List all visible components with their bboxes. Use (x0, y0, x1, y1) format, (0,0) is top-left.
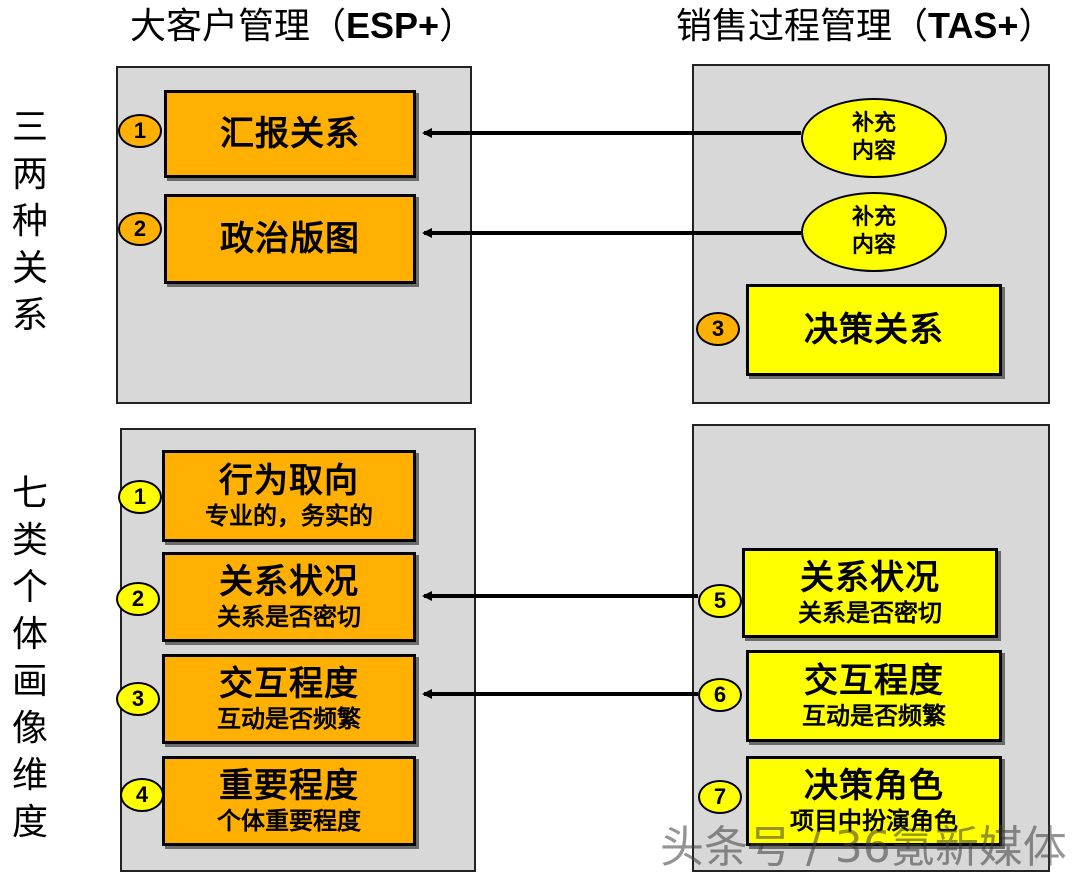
side-label-dimensions: 七 类 个 体 画 像 维 度 (11, 473, 48, 843)
badge-1: 1 (118, 114, 162, 148)
badge-2: 2 (118, 212, 162, 246)
badge-1: 1 (118, 480, 162, 514)
box-relationship-status-tas: 关系状况 关系是否密切 (742, 548, 998, 638)
box-political-map: 政治版图 (164, 194, 416, 284)
oval-supplement-1: 补充 内容 (801, 98, 947, 178)
box-importance-level: 重要程度 个体重要程度 (162, 756, 416, 846)
badge-2: 2 (116, 582, 160, 616)
box-interaction-level-tas: 交互程度 互动是否频繁 (746, 650, 1002, 742)
box-decision-role: 决策角色 项目中扮演角色 (746, 756, 1002, 846)
badge-6: 6 (698, 678, 742, 712)
badge-4: 4 (120, 778, 164, 812)
header-esp: 大客户管理（ESP+） (130, 5, 476, 47)
badge-7: 7 (698, 780, 742, 814)
box-relationship-status: 关系状况 关系是否密切 (162, 552, 416, 642)
badge-5: 5 (698, 584, 742, 618)
header-tas: 销售过程管理（TAS+） (676, 5, 1055, 47)
badge-3: 3 (696, 312, 740, 346)
oval-supplement-2: 补充 内容 (801, 192, 947, 272)
box-decision-relation: 决策关系 (746, 284, 1002, 376)
side-label-relations: 三 两 种 关 系 (11, 107, 48, 336)
box-behavior-orientation: 行为取向 专业的，务实的 (162, 450, 416, 542)
badge-3: 3 (116, 682, 160, 716)
box-reporting-relation: 汇报关系 (164, 90, 416, 178)
box-interaction-level: 交互程度 互动是否频繁 (162, 654, 416, 744)
